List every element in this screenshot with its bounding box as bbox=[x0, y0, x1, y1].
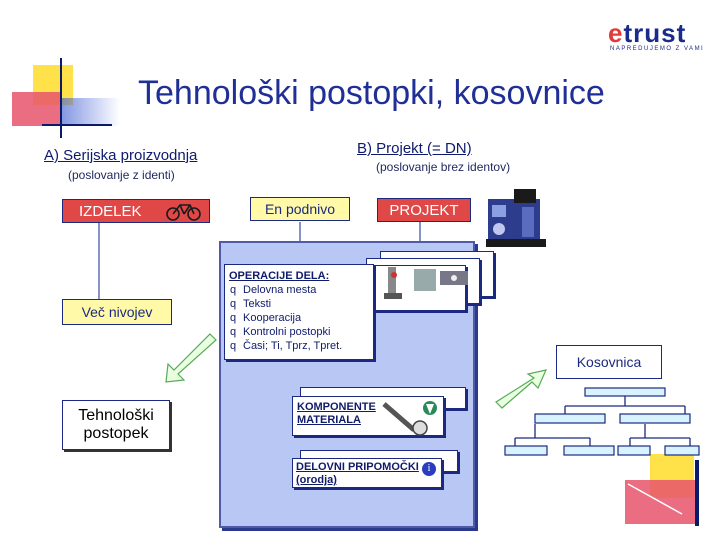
kosovnica-label: Kosovnica bbox=[576, 354, 642, 370]
tree-node bbox=[617, 445, 651, 456]
operacije-item-label: Časi; Ti, Tprz, Tpret. bbox=[243, 340, 343, 352]
vec-nivojev-box: Več nivojev bbox=[62, 299, 172, 325]
izdelek-label: IZDELEK bbox=[79, 202, 142, 220]
operacije-item: q Kooperacija bbox=[229, 311, 369, 325]
operacije-item: q Delovna mesta bbox=[229, 283, 369, 297]
bicycle-icon bbox=[166, 204, 201, 221]
deco-bottom-line bbox=[695, 460, 699, 526]
vec-nivojev-label: Več nivojev bbox=[81, 304, 153, 320]
deco-horizontal-line bbox=[42, 124, 112, 126]
page-title: Tehnološki postopki, kosovnice bbox=[138, 74, 605, 112]
operacije-item-label: Kontrolni postopki bbox=[243, 326, 331, 338]
tree-diagram-icon bbox=[504, 387, 700, 456]
arrow-down-left-icon bbox=[165, 333, 217, 383]
projekt-label: PROJEKT bbox=[389, 201, 459, 219]
operacije-item-label: Teksti bbox=[243, 298, 272, 310]
tree-node bbox=[664, 445, 700, 456]
tree-node bbox=[563, 445, 615, 456]
delovni-card: DELOVNI PRIPOMOČKI (orodja) bbox=[292, 458, 442, 488]
tools-illustration bbox=[384, 267, 468, 299]
tree-node bbox=[504, 445, 548, 456]
bullet-icon: q bbox=[229, 312, 237, 324]
tehnoloski-postopek-box: Tehnološki postopek bbox=[62, 400, 170, 450]
en-podnivo-label: En podnivo bbox=[264, 201, 336, 217]
deco-vertical-line bbox=[60, 58, 62, 138]
section-a-label: A) Serijska proizvodnja bbox=[44, 147, 198, 164]
etrust-logo: etrust NAPREDUJEMO Z VAMI bbox=[608, 18, 703, 52]
bullet-icon: q bbox=[229, 340, 237, 352]
tree-node bbox=[534, 413, 606, 424]
section-b-subtitle: (poslovanje brez identov) bbox=[376, 160, 511, 174]
en-podnivo-box: En podnivo bbox=[250, 197, 350, 221]
machine-icon bbox=[486, 189, 546, 247]
bullet-icon: q bbox=[229, 284, 237, 296]
operacije-item: q Kontrolni postopki bbox=[229, 325, 369, 339]
info-icon: i bbox=[422, 462, 436, 476]
komponente-label: KOMPONENTE MATERIALA bbox=[297, 401, 376, 426]
deco-diagonal-line bbox=[627, 483, 683, 515]
kosovnica-box: Kosovnica bbox=[556, 345, 662, 379]
arrow-up-right-icon bbox=[495, 369, 548, 409]
section-a-heading: A) Serijska proizvodnja bbox=[44, 147, 197, 164]
operacije-item-label: Kooperacija bbox=[243, 312, 302, 324]
deco-blue-fade bbox=[60, 98, 120, 126]
komponente-card: KOMPONENTE MATERIALA bbox=[292, 396, 444, 436]
section-b-label: B) Projekt (= DN) bbox=[357, 140, 472, 157]
logo-e: e bbox=[608, 18, 624, 48]
operacije-item: q Teksti bbox=[229, 297, 369, 311]
logo-word: trust bbox=[623, 18, 687, 48]
tehnoloski-postopek-label: Tehnološki postopek bbox=[78, 407, 154, 442]
deco-red-square bbox=[12, 92, 62, 126]
projekt-box: PROJEKT bbox=[377, 198, 471, 222]
operacije-item-label: Delovna mesta bbox=[243, 284, 317, 296]
operacije-item: q Časi; Ti, Tprz, Tpret. bbox=[229, 339, 369, 353]
section-a-subtitle: (poslovanje z identi) bbox=[68, 168, 175, 182]
tree-node bbox=[584, 387, 666, 397]
delovni-label: DELOVNI PRIPOMOČKI (orodja) bbox=[296, 461, 419, 486]
tree-node bbox=[619, 413, 691, 424]
bullet-icon: q bbox=[229, 326, 237, 338]
logo-tagline: NAPREDUJEMO Z VAMI bbox=[610, 46, 705, 52]
wrench-icon bbox=[382, 401, 437, 436]
section-b-heading: B) Projekt (= DN) bbox=[357, 140, 472, 157]
bullet-icon: q bbox=[229, 298, 237, 310]
operacije-title: OPERACIJE DELA: bbox=[229, 270, 330, 282]
